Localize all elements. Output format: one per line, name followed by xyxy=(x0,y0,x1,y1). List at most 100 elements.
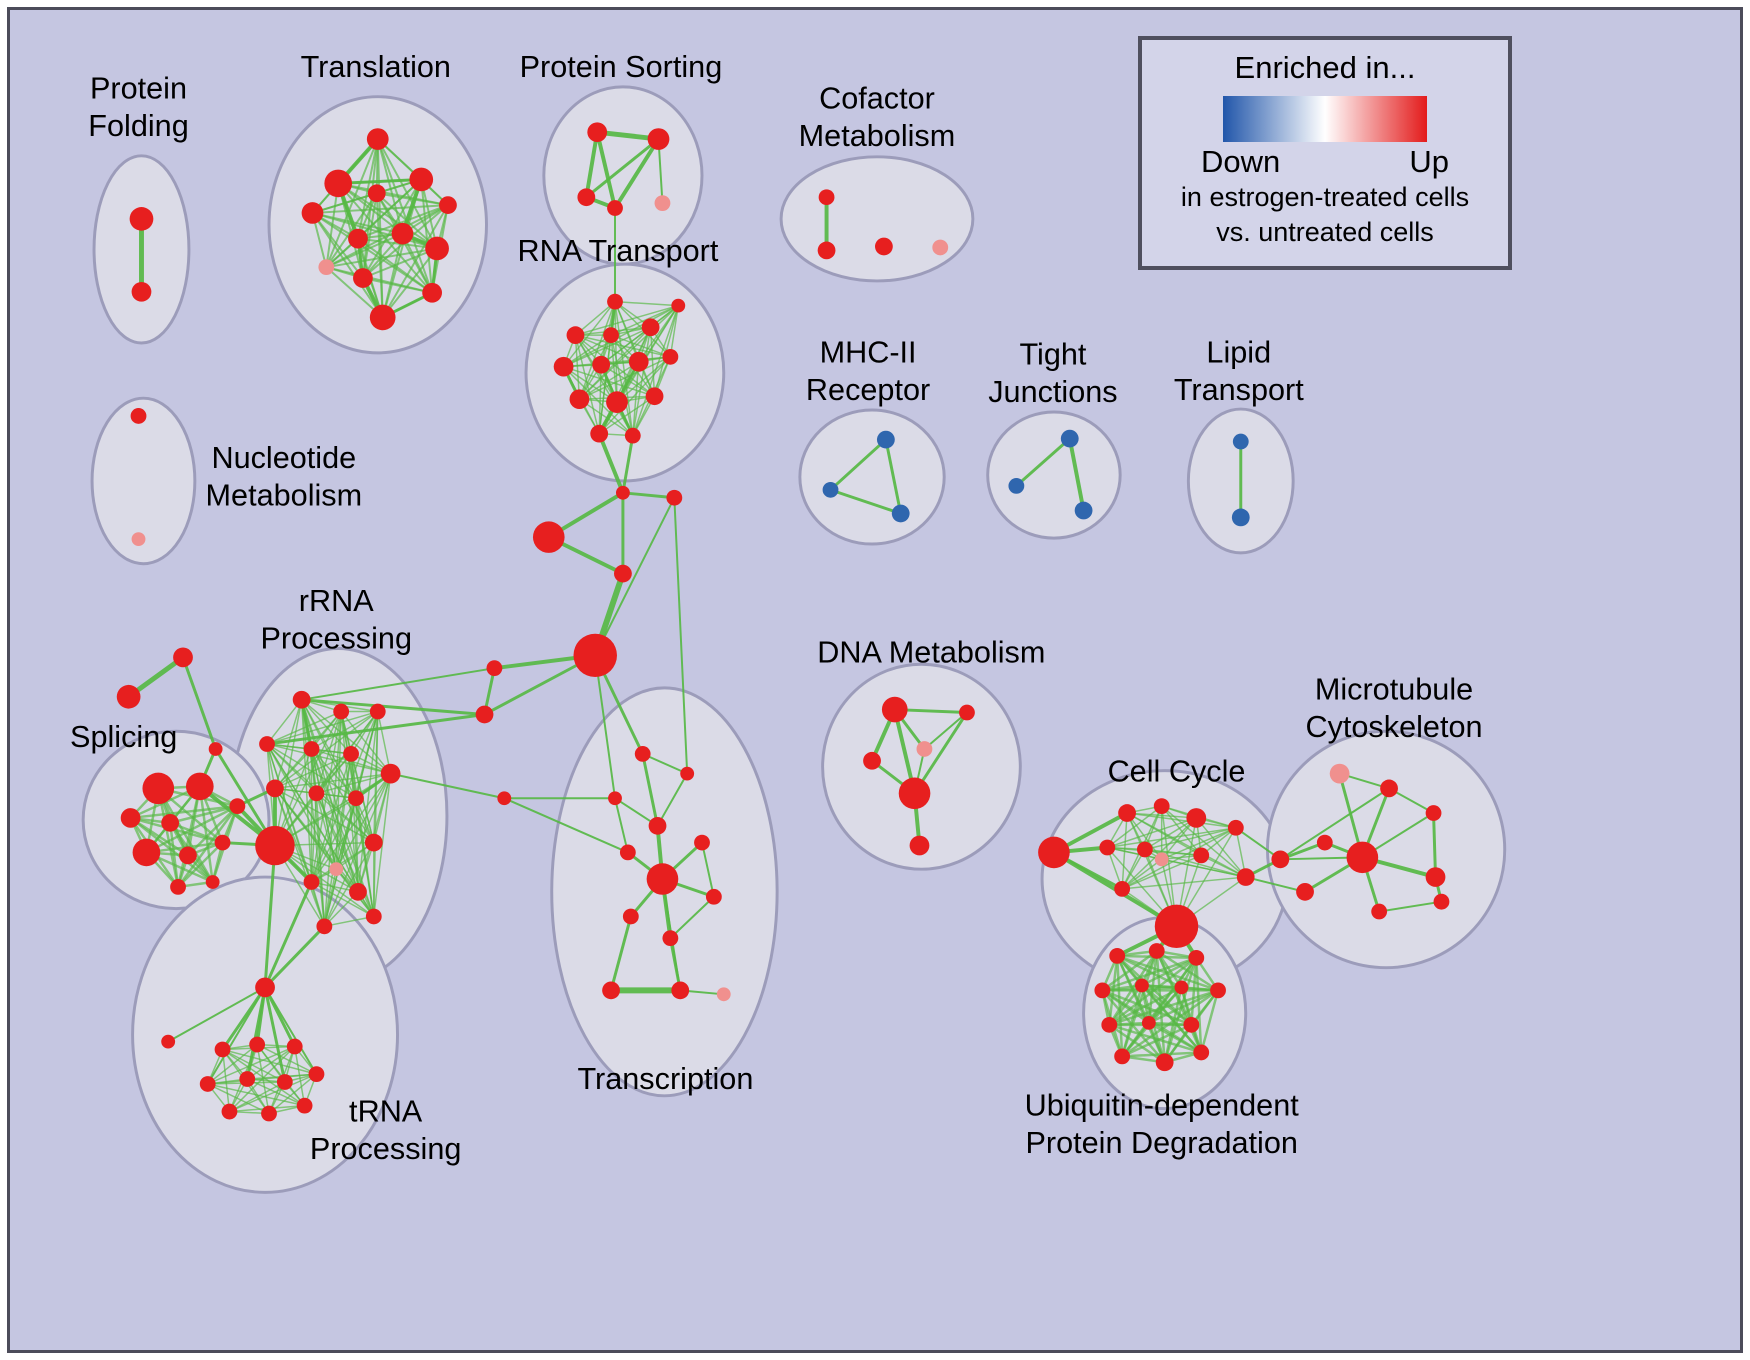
network-node xyxy=(296,1097,313,1114)
network-edge xyxy=(641,752,659,828)
network-node xyxy=(1074,501,1093,520)
network-node xyxy=(1101,1016,1118,1033)
network-node xyxy=(229,798,246,814)
network-edge xyxy=(1160,858,1247,878)
cluster-label-lipid-transport: Lipid xyxy=(1206,336,1271,370)
network-node xyxy=(161,814,180,832)
network-edge xyxy=(167,986,267,1043)
network-node xyxy=(318,259,335,276)
network-edge xyxy=(1115,954,1124,1058)
cluster-label-mhc-ii-receptor: MHC-II xyxy=(820,336,917,370)
network-edge xyxy=(562,326,652,368)
network-edge xyxy=(310,797,357,883)
network-edge xyxy=(274,710,342,847)
network-node xyxy=(553,356,574,377)
network-node xyxy=(391,222,414,245)
network-edge xyxy=(614,300,680,307)
network-node xyxy=(624,427,641,444)
network-edge xyxy=(176,841,224,889)
network-node xyxy=(1008,478,1025,494)
network-node xyxy=(369,304,396,331)
network-node xyxy=(380,763,401,784)
cluster-nucleotide-metabolism xyxy=(90,396,197,566)
network-node xyxy=(131,532,146,546)
network-node xyxy=(666,489,683,506)
network-edge xyxy=(1144,827,1237,851)
network-edge xyxy=(574,334,581,400)
network-node xyxy=(131,281,152,302)
network-edge xyxy=(361,277,434,294)
network-edge xyxy=(1101,956,1198,992)
network-edge xyxy=(356,204,449,240)
network-node xyxy=(680,766,695,781)
network-edge xyxy=(594,654,616,800)
network-edge xyxy=(1126,812,1237,829)
network-node xyxy=(1114,1048,1131,1065)
network-edge xyxy=(274,748,313,790)
network-node xyxy=(208,742,223,756)
nodes-layer xyxy=(116,122,1450,1122)
network-edge xyxy=(198,785,214,884)
network-edge xyxy=(578,356,672,400)
network-edge xyxy=(325,232,404,269)
network-edge xyxy=(310,753,352,883)
network-edge xyxy=(610,304,680,336)
network-edge xyxy=(829,438,888,492)
network-edge xyxy=(274,698,303,790)
cluster-label-microtubule-cytoskeleton: Microtubule xyxy=(1315,673,1473,707)
network-edge xyxy=(621,434,635,495)
network-edge xyxy=(1121,858,1163,890)
network-edge xyxy=(562,304,680,368)
network-edge xyxy=(1108,949,1158,1027)
network-edge xyxy=(1140,984,1203,1054)
network-edge xyxy=(1140,956,1198,987)
network-node xyxy=(365,908,382,925)
network-node xyxy=(1141,1015,1156,1030)
network-node xyxy=(369,703,386,720)
network-node xyxy=(1154,852,1169,867)
network-edge xyxy=(245,985,267,1081)
network-node xyxy=(863,751,881,770)
cluster-mhc-ii-receptor xyxy=(798,408,946,546)
network-node xyxy=(602,981,620,1000)
network-edge xyxy=(597,431,625,495)
network-node xyxy=(619,844,636,861)
network-node xyxy=(409,167,434,192)
network-edge xyxy=(323,841,375,928)
network-edge xyxy=(610,334,672,358)
cluster-label-rna-transport: RNA Transport xyxy=(518,234,719,268)
network-node xyxy=(1346,841,1379,874)
network-edge xyxy=(1432,811,1438,879)
network-node xyxy=(261,1105,277,1122)
network-edge xyxy=(614,797,629,854)
network-edge xyxy=(246,1045,296,1080)
network-node xyxy=(909,835,930,856)
network-node xyxy=(132,838,161,867)
network-node xyxy=(303,741,320,757)
network-node xyxy=(891,504,910,523)
network-node xyxy=(569,389,590,410)
network-edge xyxy=(1195,817,1247,878)
network-edge xyxy=(274,710,379,790)
cluster-label-transcription: Transcription xyxy=(577,1062,753,1096)
network-edge xyxy=(1108,1023,1166,1064)
network-node xyxy=(1094,982,1111,999)
network-node xyxy=(1153,798,1170,814)
network-node xyxy=(647,128,670,150)
network-node xyxy=(348,790,364,807)
network-node xyxy=(1296,882,1314,901)
network-node xyxy=(566,326,585,345)
network-edge xyxy=(315,772,392,795)
network-edge xyxy=(669,895,715,940)
network-edge xyxy=(361,247,439,279)
cluster-tight-junctions xyxy=(986,410,1122,540)
network-edge xyxy=(315,792,326,928)
network-node xyxy=(255,825,295,866)
network-node xyxy=(129,207,154,231)
network-edge xyxy=(1234,826,1282,861)
network-edge xyxy=(325,192,378,269)
network-node xyxy=(645,387,664,406)
network-edge xyxy=(176,785,202,889)
